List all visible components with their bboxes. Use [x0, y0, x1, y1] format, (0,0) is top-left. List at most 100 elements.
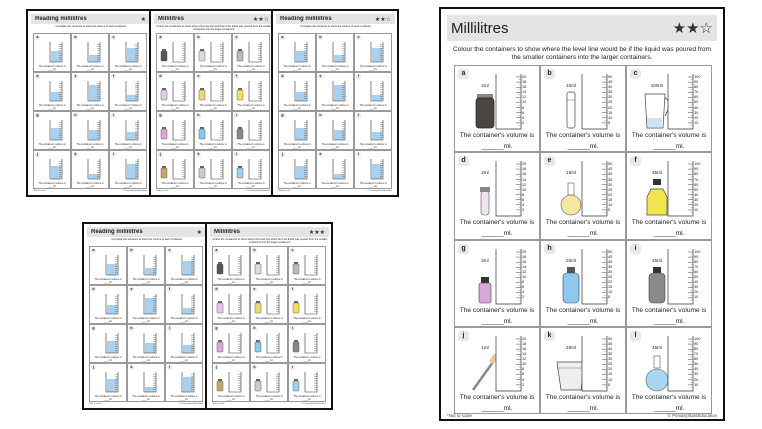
thumb-footer: *Not to scale© PrimaryStarsEducation — [84, 403, 208, 405]
thumb-sentence: The container's volume is — [94, 395, 122, 398]
thumb-sentence: The container's volume is — [38, 104, 66, 107]
volume-sentence: The container's volume is — [545, 219, 621, 227]
thumb-answer-blank: ____ml. — [226, 398, 236, 401]
thumb-cell-letter: c — [356, 35, 361, 40]
measuring-beaker-icon — [667, 335, 694, 392]
thumb-sentence: The container's volume is — [94, 356, 122, 359]
small-container-icon — [198, 88, 206, 101]
answer-blank[interactable]: ______ml. — [653, 317, 685, 325]
beaker-icon — [105, 372, 119, 393]
beaker-icon — [87, 120, 101, 141]
answer-blank[interactable]: ______ml. — [567, 143, 599, 150]
scale-tick-label: 20 — [608, 366, 613, 372]
volume-sentence: The container's volume is — [631, 393, 707, 401]
answer-blank[interactable]: ______ml. — [653, 404, 685, 412]
cell-letter: a — [458, 69, 469, 79]
answer-blank[interactable]: ______ml. — [653, 143, 685, 150]
thumb-answer-blank: ____ml. — [170, 68, 180, 71]
star-rating-icon: ★★☆ — [672, 20, 713, 37]
thumb-sentence: The container's volume is — [359, 182, 387, 185]
thumb-answer-blank: ____ml. — [141, 320, 151, 323]
beaker-icon — [49, 81, 63, 102]
scale-tick-label: 15 — [608, 284, 613, 290]
scale-tick-label: 12 — [522, 356, 527, 362]
footnote: *Not to scale — [447, 413, 472, 418]
volume-sentence: The container's volume is — [459, 306, 535, 314]
scale-tick-label: 14 — [522, 351, 527, 357]
thumb-credit: © PrimaryStarsEducation — [178, 403, 203, 405]
scale-tick-label: 20 — [522, 74, 527, 79]
thumb-sentence: The container's volume is — [359, 104, 387, 107]
answer-blank[interactable]: ______ml. — [481, 404, 513, 412]
beaker-icon — [210, 42, 224, 63]
scale-tick-label: 10 — [694, 119, 699, 125]
beaker-icon — [87, 42, 101, 63]
beaker-icon — [143, 255, 157, 276]
beaker-icon — [332, 159, 346, 180]
scale-tick-label: 50 — [608, 248, 613, 254]
main-header: Millilitres ★★☆ — [447, 15, 717, 41]
answer-blank[interactable]: ______ml. — [481, 317, 513, 325]
thumb-header: Reading millilitres★ — [87, 227, 206, 237]
credit: © PrimaryStarsEducation — [667, 413, 717, 418]
thumb-sentence: The container's volume is — [293, 395, 321, 398]
scale-tick-label: 30 — [608, 181, 613, 187]
thumb-answer-blank: ____ml. — [226, 281, 236, 284]
scale-tick-label: 25 — [608, 99, 613, 105]
scale-tick-label: 25 — [608, 186, 613, 192]
scale-tick-label: 6 — [522, 196, 525, 202]
thumb-instruction: Colour the containers to show where the … — [156, 25, 272, 32]
thumb-sentence: The container's volume is — [76, 104, 104, 107]
answer-blank[interactable]: ______ml. — [481, 230, 513, 238]
small-container-icon — [198, 49, 206, 62]
thumb-answer-blank: ____ml. — [330, 107, 340, 110]
thumb-sentence: The container's volume is — [170, 356, 198, 359]
thumb-answer-blank: ____ml. — [170, 146, 180, 149]
answer-blank[interactable]: ______ml. — [567, 317, 599, 325]
scale-tick-label: 50 — [694, 186, 699, 192]
container-volume-label: 35ml — [652, 170, 662, 176]
thumb-answer-blank: ____ml. — [292, 68, 302, 71]
scale-tick-label: 12 — [522, 94, 527, 100]
thumb-cell-letter: k — [196, 152, 201, 157]
volume-sentence: The container's volume is — [545, 393, 621, 401]
container-volume-label: 4ml — [481, 83, 489, 88]
scale-tick-label: 30 — [694, 371, 699, 377]
main-instruction: Colour the containers to show where the … — [452, 46, 712, 62]
thumb-cell-letter: c — [167, 248, 172, 253]
thumb-sentence: The container's volume is — [132, 356, 160, 359]
vial-icon — [480, 187, 490, 216]
thumb-answer-blank: ____ml. — [246, 185, 256, 188]
thumb-answer-blank: ____ml. — [292, 107, 302, 110]
scale-tick-label: 20 — [608, 279, 613, 285]
scale-tick-label: 15 — [608, 196, 613, 202]
answer-blank[interactable]: ______ml. — [653, 230, 685, 238]
answer-blank[interactable]: ______ml. — [567, 230, 599, 238]
thumb-answer-blank: ____ml. — [302, 359, 312, 362]
answer-blank[interactable]: ______ml. — [567, 404, 599, 412]
thumb-sentence: The container's volume is — [94, 317, 122, 320]
volume-sentence: The container's volume is — [545, 132, 621, 139]
thumb-credit: © PrimaryStarsEducation — [122, 190, 147, 192]
answer-blank[interactable]: ______ml. — [481, 143, 513, 150]
cell-letter: e — [544, 156, 555, 167]
thumb-sentence: The container's volume is — [293, 317, 321, 320]
beaker-icon — [181, 255, 195, 276]
star-rating-icon: ★★★ — [308, 229, 325, 236]
thumb-cell-letter: g — [158, 113, 163, 118]
